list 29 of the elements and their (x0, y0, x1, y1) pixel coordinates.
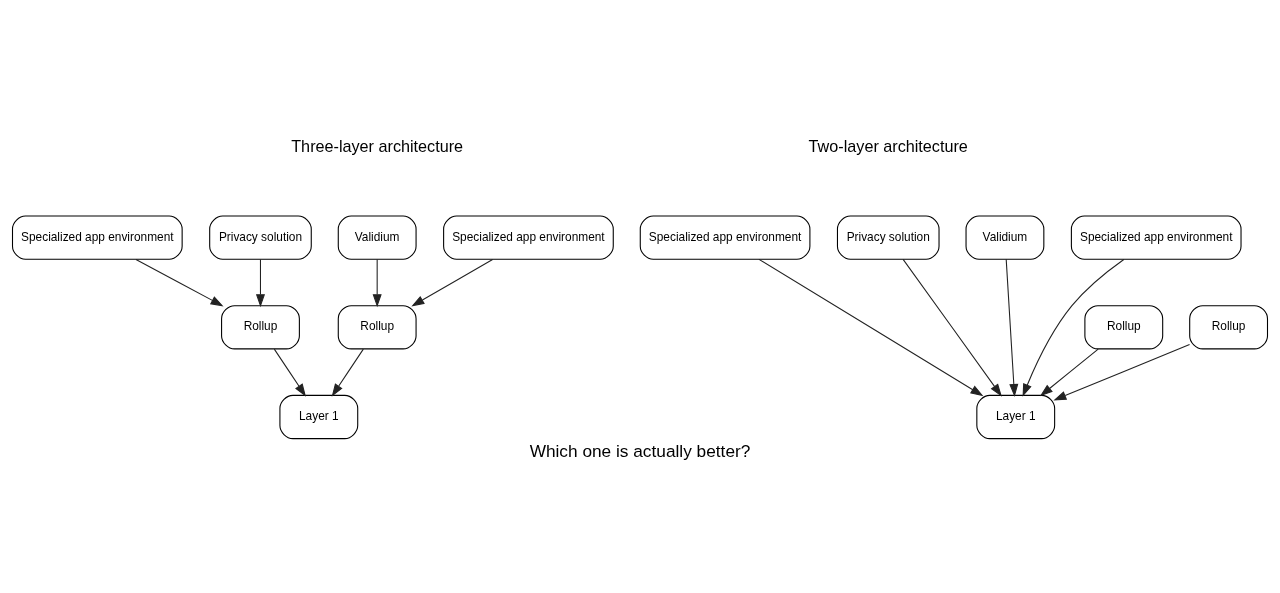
node-box: Validium (337, 215, 417, 260)
node-box: Rollup (337, 305, 417, 350)
node-box: Validium (965, 215, 1045, 260)
arrow (411, 258, 494, 307)
arrow (255, 258, 266, 308)
arrow (273, 348, 306, 397)
node-box: Rollup (1084, 305, 1164, 350)
node-box: Specialized app environment (639, 215, 811, 260)
label: Two-layer architecture (808, 136, 968, 155)
node-box: Specialized app environment (11, 215, 183, 260)
arrow (1005, 258, 1019, 397)
arrow (1039, 348, 1099, 397)
node-box: Specialized app environment (1070, 215, 1242, 260)
node-box: Rollup (221, 305, 300, 350)
arrow (902, 258, 1002, 397)
node-box: Rollup (1189, 305, 1269, 350)
arrow (758, 258, 984, 397)
arrow (372, 258, 382, 308)
arrow (331, 348, 364, 397)
node-box: Specialized app environment (443, 215, 614, 260)
arrow (1022, 258, 1125, 397)
arrow (135, 258, 224, 307)
arrow (1053, 343, 1191, 401)
caption: Which one is actually better? (529, 440, 751, 461)
node-box: Privacy solution (836, 215, 940, 260)
node-box: Privacy solution (209, 215, 312, 260)
node-box: Layer 1 (279, 394, 359, 440)
label: Three-layer architecture (291, 136, 464, 155)
node-box: Layer 1 (976, 394, 1056, 440)
